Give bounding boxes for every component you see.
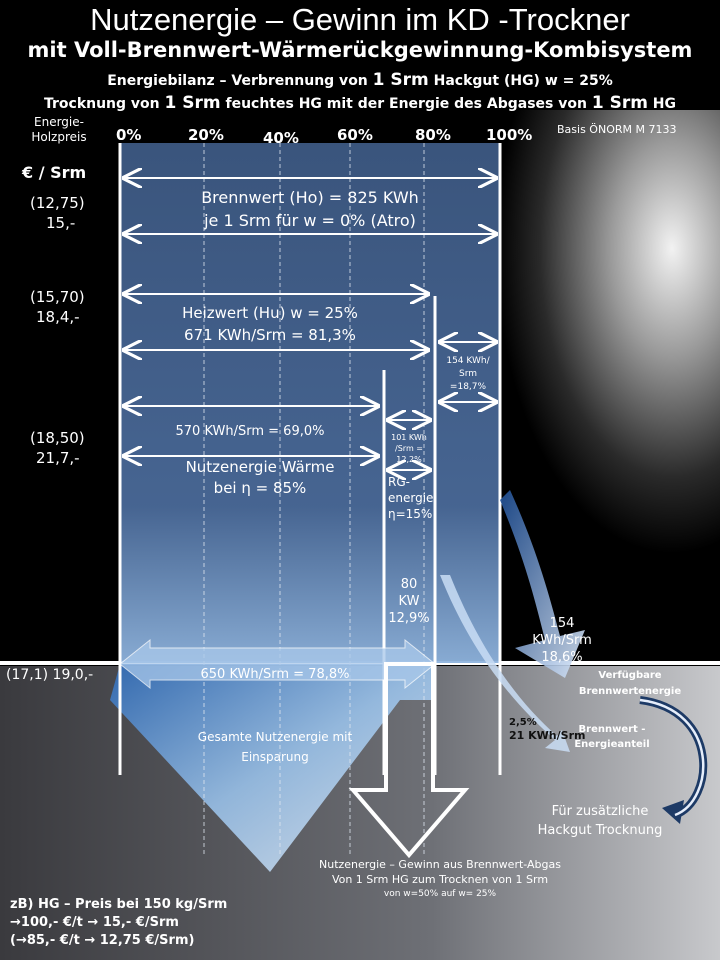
axis-0: 0% xyxy=(116,126,142,144)
price-row-3: (18,50)21,7,- xyxy=(30,429,85,467)
axis-60: 60% xyxy=(337,126,373,144)
basis-note: Basis ÖNORM M 7133 xyxy=(557,123,677,136)
energy-balance-line: Energiebilanz – Verbrennung von 1 Srm Ha… xyxy=(107,70,613,90)
price-row-1: (12,75)15,- xyxy=(30,194,85,232)
heizwert-label: Heizwert (Hu) w = 25%671 KWh/Srm = 81,3% xyxy=(182,304,358,344)
page-subtitle: mit Voll-Brennwert-Wärmerückgewinnung-Ko… xyxy=(27,38,693,62)
footnote: zB) HG – Preis bei 150 kg/Srm→100,- €/t … xyxy=(10,897,228,948)
nutz-650-label: 650 KWh/Srm = 78,8% xyxy=(200,667,350,682)
drying-line: Trocknung von 1 Srm feuchtes HG mit der … xyxy=(43,93,677,113)
axis-20: 20% xyxy=(188,126,224,144)
gewinn-label: Nutzenergie – Gewinn aus Brennwert-Abgas… xyxy=(319,858,561,899)
price-row-2: (15,70)18,4,- xyxy=(30,288,85,326)
axis-80: 80% xyxy=(415,126,451,144)
page-title: Nutzenergie – Gewinn im KD -Trockner xyxy=(90,2,630,37)
price-unit: € / Srm xyxy=(22,163,87,182)
energieanteil-label: Brennwert -Energieanteil xyxy=(574,724,650,750)
price-row-4: (17,1) 19,0,- xyxy=(6,667,94,683)
left-header: Energie-Holzpreis xyxy=(31,115,87,144)
loss-154-label: 154 KWh/Srm=18,7% xyxy=(446,356,490,392)
nutz-570-label: 570 KWh/Srm = 69,0% xyxy=(175,424,325,439)
small-101-label: 101 KWh/Srm =12,2% xyxy=(391,433,427,464)
axis-40: 40% xyxy=(263,129,299,147)
pct-25-label: 2,5%21 KWh/Srm xyxy=(509,717,586,742)
axis-100: 100% xyxy=(486,126,533,144)
